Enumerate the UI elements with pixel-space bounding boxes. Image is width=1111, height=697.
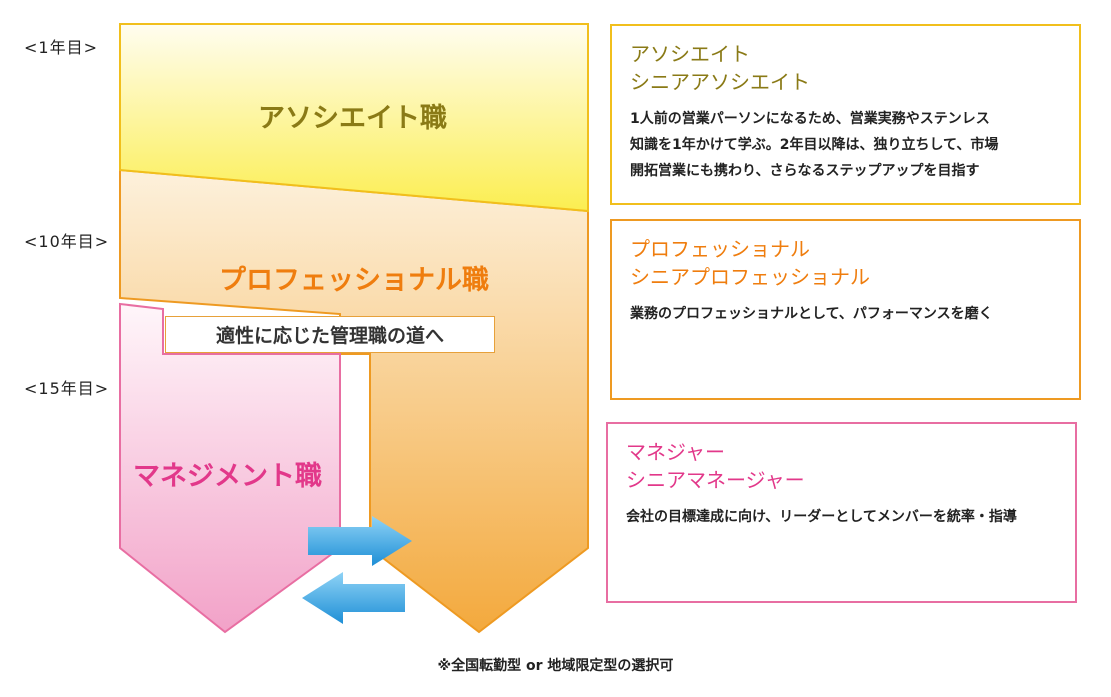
management-info-description: 会社の目標達成に向け、リーダーとしてメンバーを統率・指導 bbox=[626, 504, 1057, 530]
management-track-shape bbox=[119, 302, 341, 634]
professional-track-shape bbox=[119, 168, 589, 634]
associate-desc-line-2: 知識を1年かけて学ぶ。2年目以降は、独り立ちして、市場 bbox=[630, 137, 999, 153]
management-info-box: マネジャー シニアマネージャー 会社の目標達成に向け、リーダーとしてメンバーを統… bbox=[606, 422, 1077, 603]
professional-info-title-1: プロフェッショナル bbox=[630, 237, 810, 261]
footnote: ※全国転勤型 or 地域限定型の選択可 bbox=[437, 658, 674, 674]
professional-track-title: プロフェッショナル職 bbox=[219, 265, 489, 296]
associate-track-title: アソシエイト職 bbox=[258, 103, 447, 134]
management-path-label: 適性に応じた管理職の道へ bbox=[165, 316, 495, 353]
associate-info-title-1: アソシエイト bbox=[630, 42, 750, 66]
year-marker-15: <15年目> bbox=[24, 379, 110, 398]
year-marker-1: <1年目> bbox=[24, 38, 98, 57]
management-desc-line-1: 会社の目標達成に向け、リーダーとしてメンバーを統率・指導 bbox=[626, 509, 1017, 525]
associate-desc-line-1: 1人前の営業パーソンになるため、営業実務やステンレス bbox=[630, 111, 990, 127]
management-track-title: マネジメント職 bbox=[133, 461, 322, 492]
year-marker-10: <10年目> bbox=[24, 232, 110, 251]
professional-info-description: 業務のプロフェッショナルとして、パフォーマンスを磨く bbox=[630, 301, 1061, 327]
professional-info-title-2: シニアプロフェッショナル bbox=[630, 265, 870, 289]
associate-track-shape bbox=[119, 23, 589, 213]
associate-info-description: 1人前の営業パーソンになるため、営業実務やステンレス 知識を1年かけて学ぶ。2年… bbox=[630, 106, 1061, 184]
associate-desc-line-3: 開拓営業にも携わり、さらなるステップアップを目指す bbox=[630, 163, 980, 179]
associate-info-box: アソシエイト シニアアソシエイト 1人前の営業パーソンになるため、営業実務やステ… bbox=[610, 24, 1081, 205]
professional-info-box: プロフェッショナル シニアプロフェッショナル 業務のプロフェッショナルとして、パ… bbox=[610, 219, 1081, 400]
arrow-left-icon bbox=[302, 572, 405, 624]
associate-info-title-2: シニアアソシエイト bbox=[630, 70, 810, 94]
management-info-title-2: シニアマネージャー bbox=[626, 468, 805, 492]
management-info-title-1: マネジャー bbox=[626, 440, 725, 464]
professional-desc-line-1: 業務のプロフェッショナルとして、パフォーマンスを磨く bbox=[630, 306, 993, 322]
arrow-right-icon bbox=[308, 516, 412, 566]
